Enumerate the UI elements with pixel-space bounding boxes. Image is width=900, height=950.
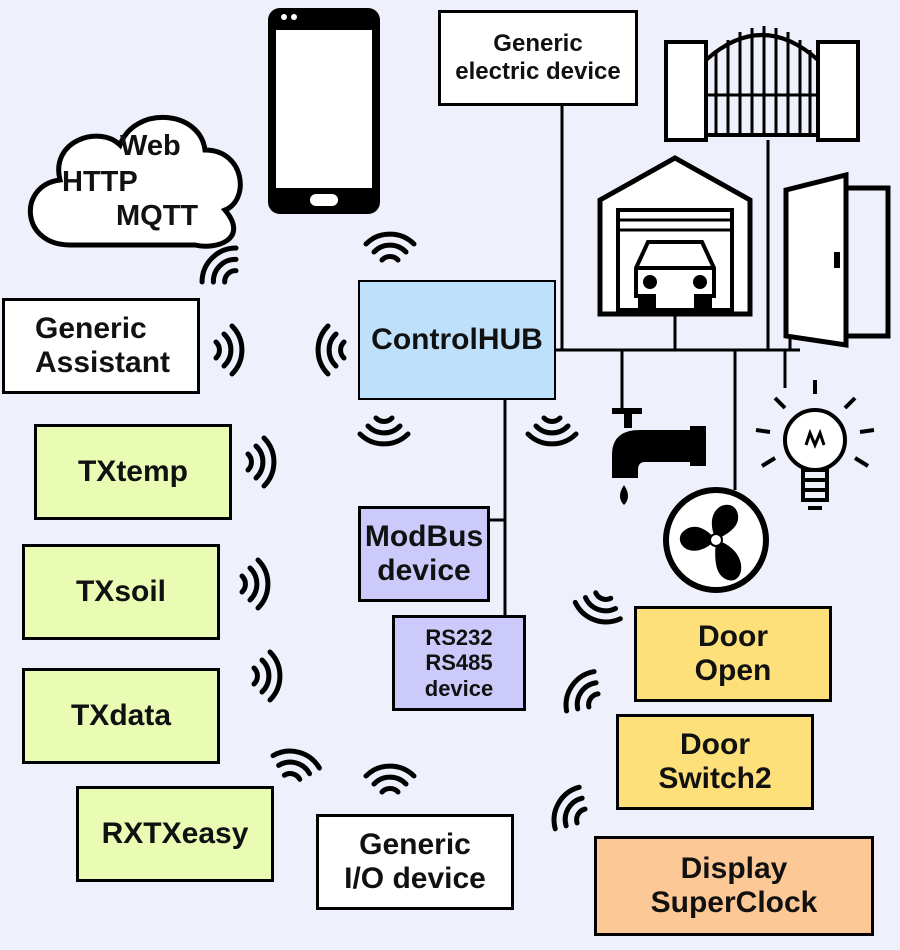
gate-icon: [664, 26, 860, 142]
fan-icon: [663, 487, 769, 593]
wireless-signal-icon: [551, 784, 588, 832]
wireless-signal-icon: [363, 231, 417, 263]
node-label-line: I/O device: [344, 862, 486, 895]
wireless-signal-icon: [239, 557, 271, 611]
wireless-signal-icon: [251, 649, 283, 703]
node-label-line: device: [377, 554, 471, 587]
node-label-line: Display: [680, 851, 788, 885]
smartphone-icon: [268, 8, 380, 214]
node-label-line: Generic: [359, 827, 471, 861]
node-label-line: TXsoil: [75, 574, 166, 608]
node-label-line: Switch2: [658, 762, 772, 795]
node-label-line: Generic: [35, 311, 147, 345]
node-generic-assistant[interactable]: Generic Assistant: [2, 298, 200, 394]
node-label-line: Open: [694, 654, 772, 687]
node-door-open[interactable]: Door Open: [634, 606, 832, 702]
cloud-label-web: Web: [120, 130, 181, 162]
wireless-signal-icon: [525, 415, 579, 447]
node-label-line: TXdata: [70, 698, 172, 732]
light-bulb-icon: [755, 380, 875, 510]
node-label-line: Generic: [493, 30, 583, 58]
wireless-signal-icon: [563, 669, 601, 714]
water-tap-icon: [612, 408, 706, 505]
node-label-line: Door: [680, 727, 750, 761]
wireless-signal-icon: [199, 245, 239, 285]
node-rs232-rs485-device[interactable]: RS232 RS485 device: [392, 615, 526, 711]
node-label-line: Door: [698, 619, 768, 653]
node-label-line: RS485: [425, 650, 493, 676]
node-label-line: ControlHUB: [371, 322, 543, 356]
node-label-line: TXtemp: [77, 454, 188, 488]
node-txtemp[interactable]: TXtemp: [34, 424, 232, 520]
door-icon: [783, 171, 891, 348]
wireless-signal-icon: [270, 748, 322, 782]
car-icon: [634, 240, 716, 308]
node-label-line: electric device: [455, 58, 621, 85]
cloud-label-http: HTTP: [62, 166, 138, 198]
wireless-signal-icon: [572, 590, 623, 625]
garage-icon: [597, 155, 753, 317]
wired-connections: [490, 106, 800, 615]
node-label-line: Assistant: [35, 346, 171, 379]
node-label-line: ModBus: [364, 519, 484, 553]
wireless-signal-icon: [357, 415, 411, 447]
wireless-signals: [199, 231, 623, 832]
wireless-signal-icon: [363, 763, 417, 795]
cloud-label-mqtt: MQTT: [116, 200, 199, 232]
wireless-signal-icon: [245, 435, 277, 489]
node-label-line: SuperClock: [650, 886, 818, 919]
node-generic-io-device[interactable]: Generic I/O device: [316, 814, 514, 910]
node-modbus-device[interactable]: ModBus device: [358, 506, 490, 602]
cloud-icon: [27, 114, 243, 249]
wireless-signal-icon: [213, 323, 245, 377]
node-door-switch2[interactable]: Door Switch2: [616, 714, 814, 810]
node-txdata[interactable]: TXdata: [22, 668, 220, 764]
node-label-line: RXTXeasy: [101, 816, 249, 850]
node-label-line: RS232: [425, 625, 493, 651]
wireless-signal-icon: [315, 323, 347, 377]
node-display-superclock[interactable]: Display SuperClock: [594, 836, 874, 936]
node-generic-electric-device[interactable]: Generic electric device: [438, 10, 638, 106]
node-txsoil[interactable]: TXsoil: [22, 544, 220, 640]
node-label-line: device: [424, 675, 494, 701]
node-rxtxeasy[interactable]: RXTXeasy: [76, 786, 274, 882]
node-controlhub[interactable]: ControlHUB: [358, 280, 556, 400]
